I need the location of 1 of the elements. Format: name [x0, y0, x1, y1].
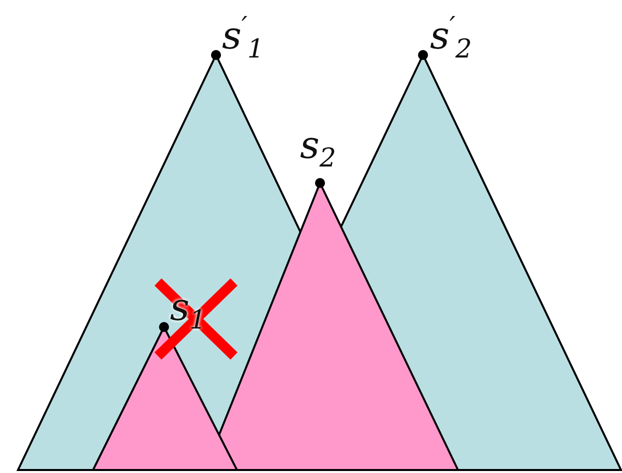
point-label: s$_{2}$ — [300, 126, 336, 172]
